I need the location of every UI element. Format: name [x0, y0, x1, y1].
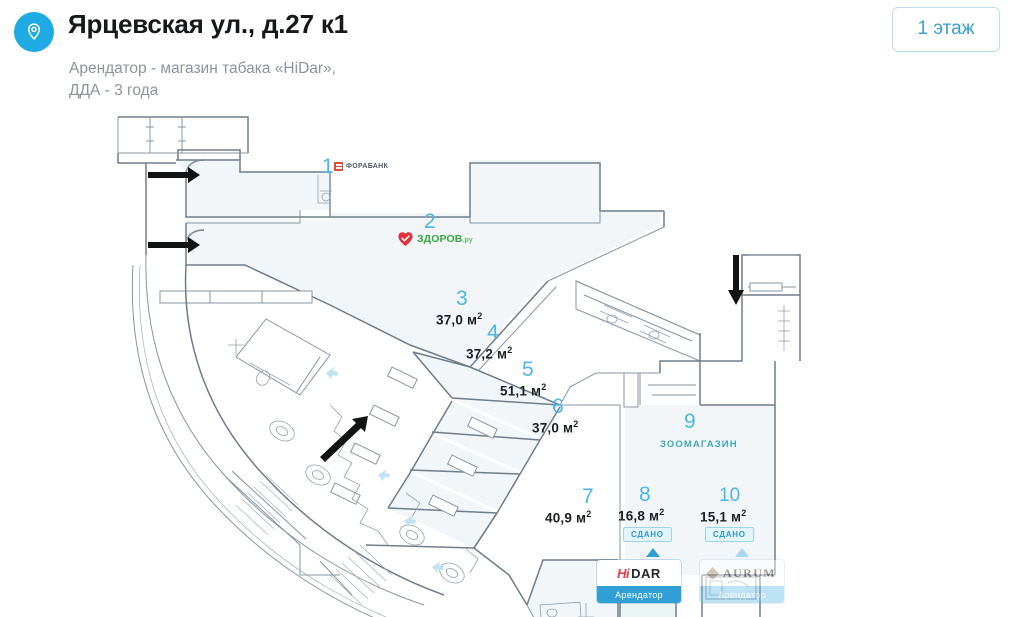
aurum-logo: AURUM: [700, 560, 784, 586]
floor-plan-drawing: .w { fill:none; stroke:#6f7d8a; stroke-w…: [117, 116, 801, 617]
page-subtitle: Арендатор - магазин табака «HiDar», ДДА …: [69, 60, 336, 99]
hidar-logo: Hi DAR: [597, 560, 681, 586]
tenant-role-label-aurum: Арендатор: [700, 586, 784, 603]
tenant-card-hidar[interactable]: Hi DAR Арендатор: [597, 560, 681, 603]
tenant-role-label-hidar: Арендатор: [597, 586, 681, 603]
map-pin-icon: [14, 12, 54, 52]
page-title: Ярцевская ул., д.27 к1: [68, 9, 348, 39]
tenant-pin-hidar: [646, 548, 660, 557]
tenant-pin-aurum: [735, 548, 749, 557]
tenant-card-aurum[interactable]: AURUM Арендатор: [700, 560, 784, 603]
floor-selector-badge[interactable]: 1 этаж: [892, 7, 1000, 52]
diamond-icon: [706, 566, 719, 580]
floor-plan[interactable]: .w { fill:none; stroke:#6f7d8a; stroke-w…: [0, 105, 1023, 617]
entrance-arrow: [148, 167, 200, 183]
header: Ярцевская ул., д.27 к1 Арендатор - магаз…: [0, 0, 1023, 112]
